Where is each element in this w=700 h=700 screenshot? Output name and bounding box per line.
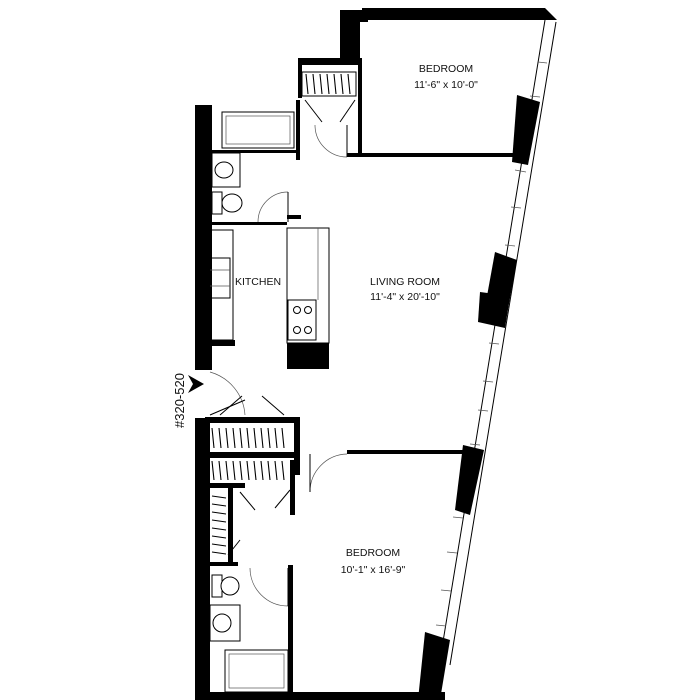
entry-arrow-icon (188, 375, 204, 393)
interior-walls (205, 58, 517, 695)
living-room-name: LIVING ROOM (370, 276, 440, 288)
bedroom-bottom-dims: 10'-1" x 16'-9" (341, 564, 406, 576)
bedroom-top-dims: 11'-6" x 10'-0" (414, 79, 478, 91)
sink-icon (209, 604, 241, 642)
toilet-icon (211, 191, 243, 215)
living-room-dims: 11'-4" x 20'-10" (370, 291, 440, 303)
fixtures (204, 71, 357, 693)
bedroom-top-name: BEDROOM (419, 63, 473, 75)
exterior-walls (195, 8, 557, 700)
bedroom-bottom-name: BEDROOM (346, 547, 400, 559)
closet-rod-icon (301, 71, 357, 97)
door-swing-icon (209, 99, 356, 607)
window-wall (435, 19, 557, 666)
kitchen-name: KITCHEN (235, 276, 281, 288)
unit-number-label: #320-520 (172, 373, 187, 428)
stove-icon (287, 299, 317, 341)
toilet-icon (211, 574, 240, 598)
